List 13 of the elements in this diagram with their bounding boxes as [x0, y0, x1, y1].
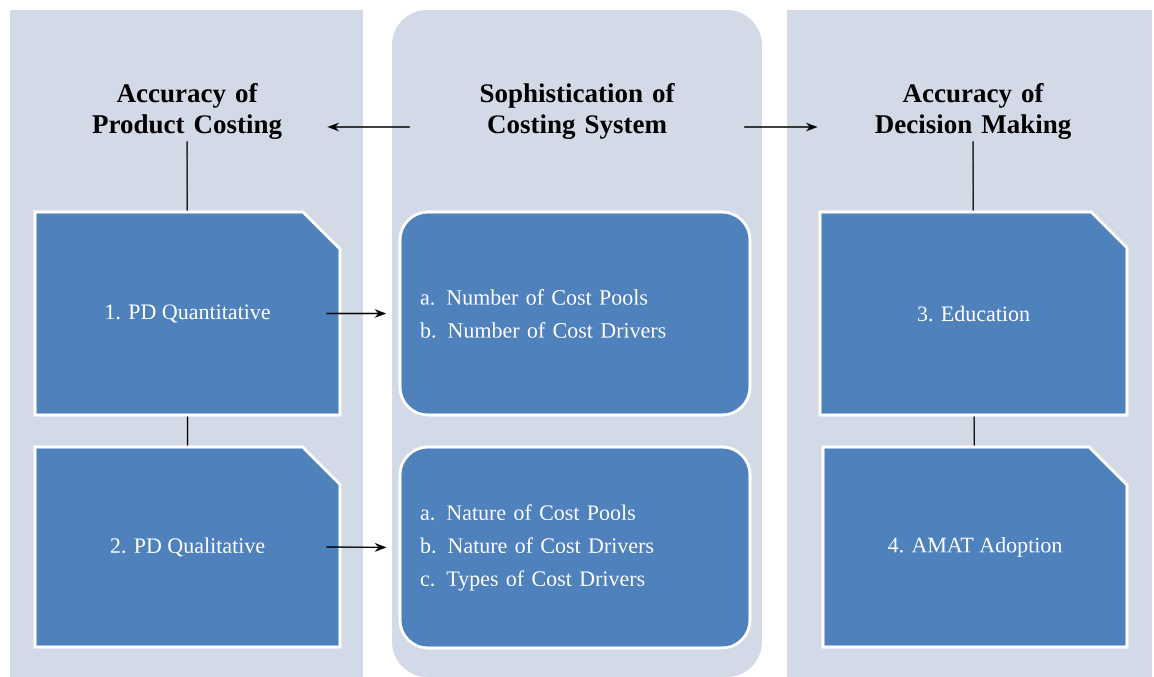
- connector-line: [186, 140, 188, 212]
- factor-box: 3. Education: [818, 210, 1129, 417]
- column-heading: Accuracy of Decision Making: [875, 83, 1071, 139]
- connector-line: [972, 140, 974, 212]
- connector-line: [973, 415, 975, 447]
- connector-line: [186, 415, 189, 447]
- factor-box: a. Nature of Cost Pools b. Nature of Cost Drivers c. Types of Cost Drivers: [398, 445, 752, 650]
- factor-box: 4. AMAT Adoption: [821, 445, 1129, 649]
- factor-box: 2. PD Qualitative: [33, 445, 342, 649]
- column-heading: Accuracy of Product Costing: [92, 83, 282, 139]
- factor-box: 1. PD Quantitative: [33, 210, 342, 417]
- factor-box: a. Number of Cost Pools b. Number of Cost Drivers: [398, 210, 752, 417]
- column-heading: Sophistication of Costing System: [480, 83, 675, 139]
